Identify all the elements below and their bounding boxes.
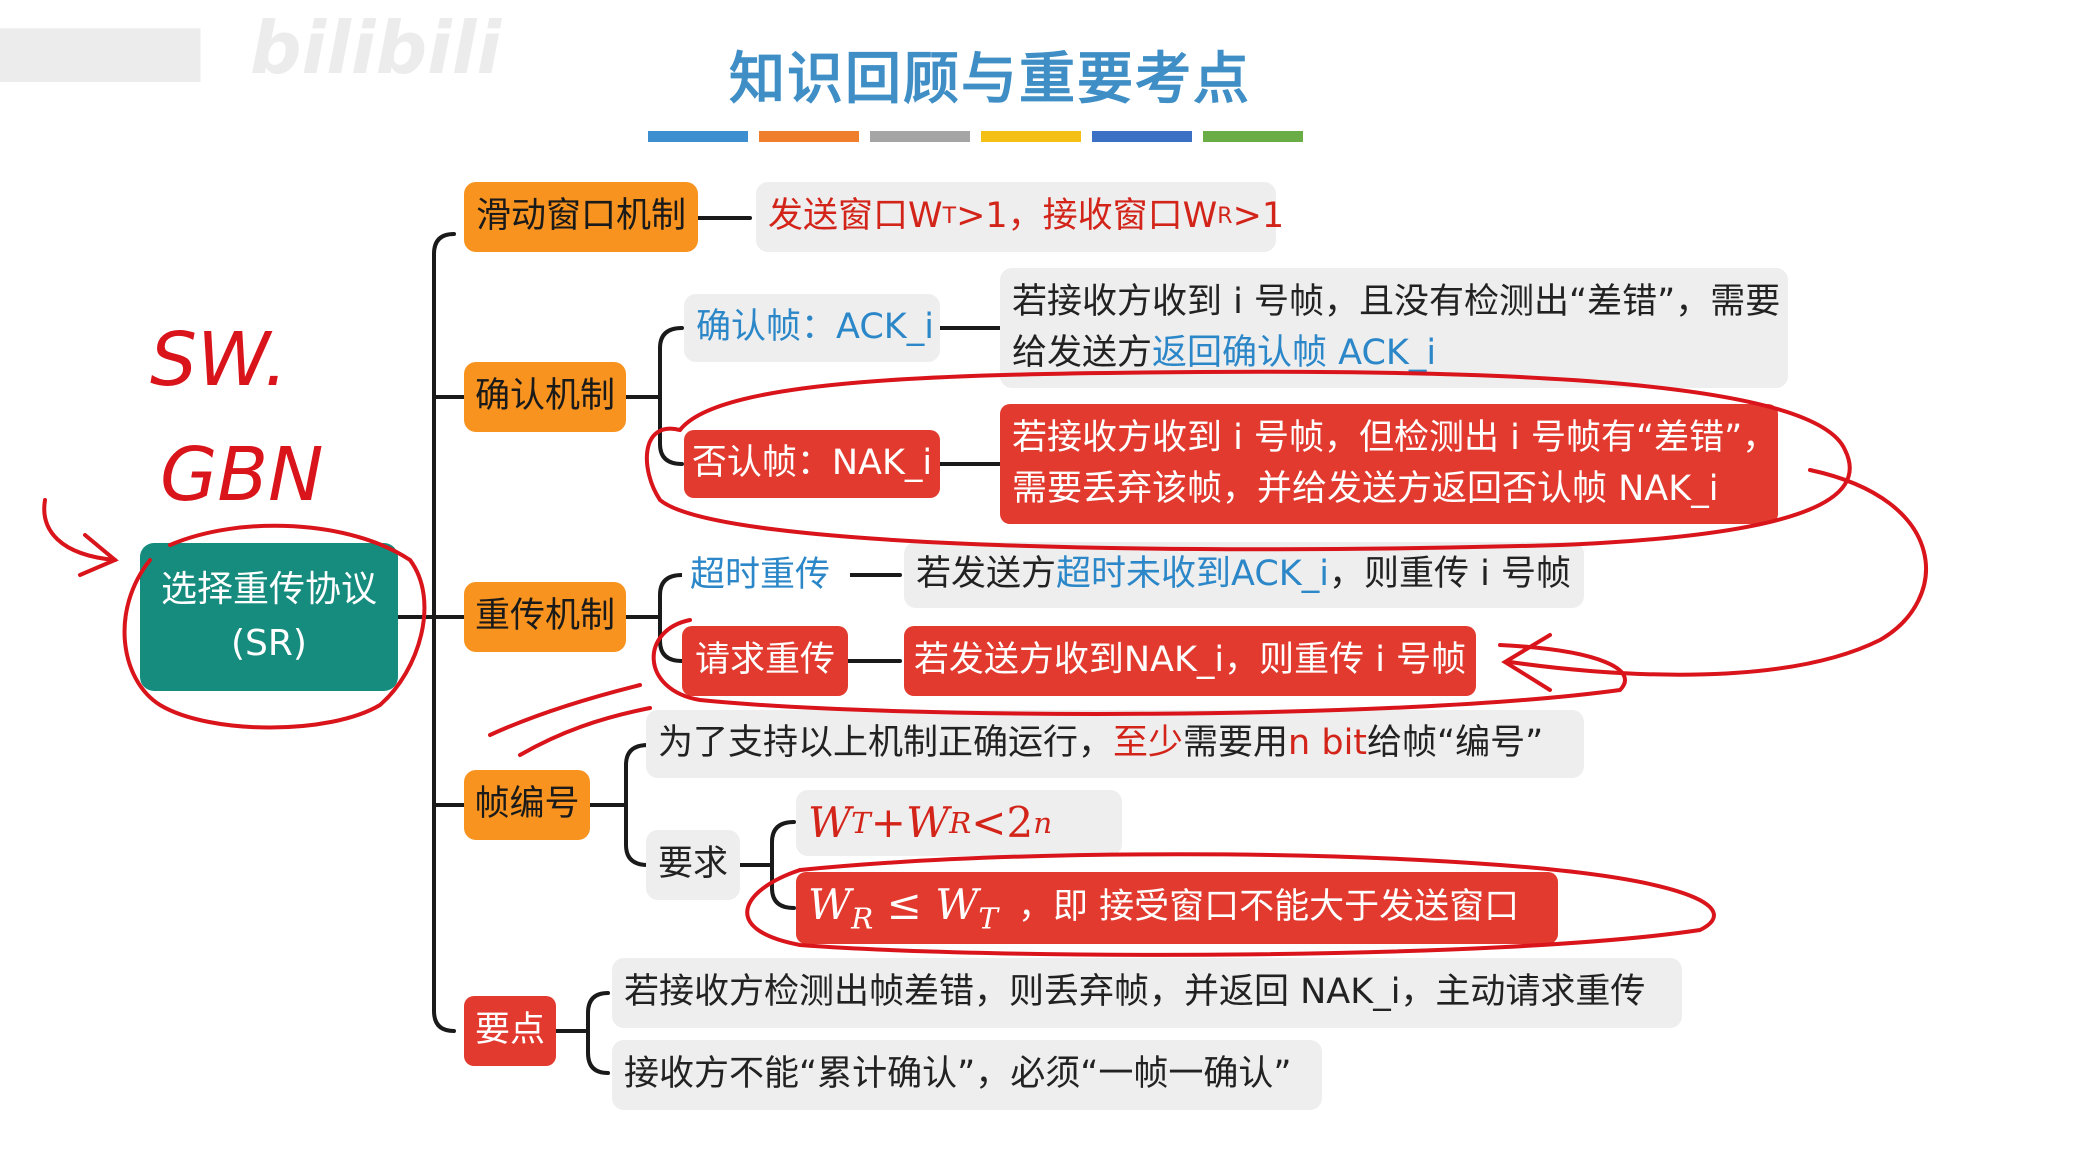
key-points-node: 要点 (464, 996, 556, 1066)
ack-frame-node: 确认帧：ACK_i (684, 294, 940, 362)
f1-sub-r: R (949, 805, 972, 840)
numbering-desc: 为了支持以上机制正确运行，至少需要用 n bit 给帧“编号” (646, 710, 1584, 778)
f2-sub-r: R (851, 901, 874, 936)
numbering-desc-e: 给帧“编号” (1367, 723, 1544, 764)
nak-frame-desc: 若接收方收到 i 号帧，但检测出 i 号帧有“差错”， 需要丢弃该帧，并给发送方… (1000, 404, 1778, 524)
numbering-desc-d: n bit (1288, 723, 1368, 764)
root-node-sr: 选择重传协议 (SR) (140, 543, 398, 691)
sliding-desc-sub-r: R (1217, 203, 1233, 229)
request-retransmit-desc: 若发送方收到NAK_i，则重传 i 号帧 (904, 626, 1476, 696)
sliding-window-node: 滑动窗口机制 (464, 182, 698, 252)
key-point-1: 若接收方检测出帧差错，则丢弃帧，并返回 NAK_i，主动请求重传 (612, 958, 1682, 1028)
numbering-desc-b: 至少 (1113, 723, 1184, 764)
numbering-desc-c: 需要用 (1183, 723, 1289, 764)
title-stripe-2 (759, 131, 859, 142)
timeout-desc-a: 若发送方 (916, 554, 1057, 595)
title-stripe-3 (870, 131, 970, 142)
key-point-2: 接收方不能“累计确认”，必须“一帧一确认” (612, 1040, 1322, 1110)
sliding-desc-sub-t: T (942, 203, 957, 229)
ack-desc-line2-a: 给发送方 (1012, 333, 1153, 373)
nak-desc-line1: 若接收方收到 i 号帧，但检测出 i 号帧有“差错”， (1012, 418, 1778, 459)
f2-text: ，即 接受窗口不能大于发送窗口 (1018, 887, 1520, 928)
frame-numbering-node: 帧编号 (464, 770, 590, 840)
f2-math: WR ≤ WT (808, 878, 998, 938)
timeout-desc-b: 超时未收到ACK_i (1056, 554, 1329, 595)
root-label-line2: (SR) (231, 623, 307, 664)
nak-frame-node: 否认帧：NAK_i (684, 430, 940, 498)
sliding-desc-part-a: 发送窗口W (768, 196, 943, 237)
f1-less: < (971, 797, 1007, 847)
timeout-desc-c: ，则重传 i 号帧 (1328, 554, 1571, 595)
sliding-desc-part-b: >1，接收窗口W (956, 196, 1218, 237)
ack-desc-line1: 若接收方收到 i 号帧，且没有检测出“差错”，需要 (1012, 282, 1781, 323)
timeout-retransmit-desc: 若发送方超时未收到ACK_i，则重传 i 号帧 (904, 542, 1584, 608)
title-stripe-1 (648, 131, 748, 142)
watermark-text: ▇▇▇▇▇ (0, 22, 200, 82)
timeout-retransmit-node: 超时重传 (682, 548, 850, 604)
f1-w: W (808, 797, 852, 847)
f1-sup-n: n (1033, 805, 1053, 840)
f1-sub-t: T (851, 805, 871, 840)
ack-mechanism-node: 确认机制 (464, 362, 626, 432)
f2-leq: ≤ (873, 880, 936, 930)
f1-plus: + (870, 797, 906, 847)
formula-window-constraint: WR ≤ WT，即 接受窗口不能大于发送窗口 (796, 872, 1558, 944)
nak-desc-line2: 需要丢弃该帧，并给发送方返回否认帧 NAK_i (1012, 469, 1719, 509)
ack-frame-desc: 若接收方收到 i 号帧，且没有检测出“差错”，需要 给发送方返回确认帧 ACK_… (1000, 268, 1788, 388)
f2-sub-t: T (978, 901, 998, 936)
root-label-line1: 选择重传协议 (160, 569, 377, 610)
handwriting-line2: GBN (160, 432, 323, 518)
numbering-desc-a: 为了支持以上机制正确运行， (658, 723, 1114, 764)
ack-desc-line2-b: 返回确认帧 ACK_i (1152, 333, 1437, 373)
requirement-node: 要求 (646, 830, 740, 900)
title-stripe-5 (1092, 131, 1192, 142)
f2-w: W (808, 880, 852, 930)
page-title: 知识回顾与重要考点 (729, 46, 1251, 112)
f1-two: 2 (1006, 797, 1034, 847)
title-stripe-4 (981, 131, 1081, 142)
request-retransmit-node: 请求重传 (682, 626, 848, 696)
f2-w2: W (935, 880, 979, 930)
sliding-desc-part-c: >1 (1232, 196, 1285, 237)
title-stripe-6 (1203, 131, 1303, 142)
handwriting-line1: SW. (150, 317, 288, 403)
ack-desc-line2: 给发送方返回确认帧 ACK_i (1012, 328, 1436, 379)
bilibili-watermark: bilibili (250, 6, 502, 90)
retransmission-node: 重传机制 (464, 582, 626, 652)
f1-w2: W (905, 797, 950, 847)
